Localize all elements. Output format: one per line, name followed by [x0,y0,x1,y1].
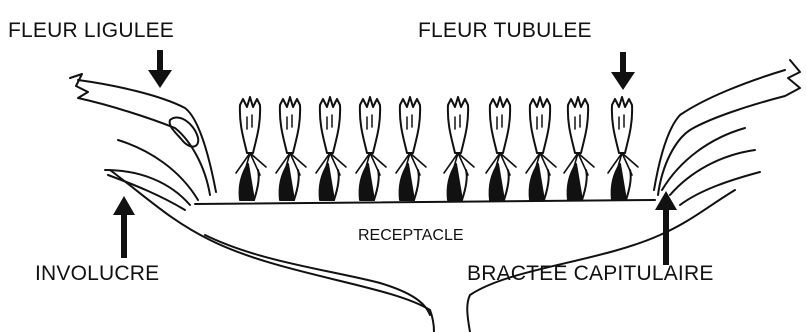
tubular-flower [396,97,426,200]
tubular-flower-stamens [619,115,624,129]
tubular-flower-ovary [462,170,467,200]
arrow-fleur-ligulee [148,50,172,88]
tubular-flower [356,97,386,200]
receptacle-scale [240,164,254,200]
arrow-involucre [113,196,135,258]
tubular-flower-ovary [504,170,509,200]
tubular-flower [236,97,266,200]
tubular-flower-stamens [287,115,292,129]
tubular-flower [526,97,556,200]
tubular-flower-stamens [497,115,502,129]
tubular-flower-stamens [575,115,580,129]
tubular-flower-corolla [490,97,510,153]
tubular-flower-ovary [254,170,259,200]
involucre-bract-left-2 [118,140,198,200]
tubular-flower-stamens [367,115,372,129]
tubular-flower-corolla [400,97,420,153]
tubular-flower-corolla [360,97,380,153]
tubular-flower-ovary [294,170,299,200]
tubular-flower-stamens [247,115,252,129]
receptacle-scale [612,164,626,200]
tubular-flower [486,97,516,200]
label-fleur-tubulee: FLEUR TUBULEE [418,20,592,41]
tubular-flower [444,97,474,200]
tubular-flower-corolla [320,97,340,153]
arrow-fleur-tubulee [611,52,635,90]
tubular-flower-stamens [407,115,412,129]
receptacle-scale [568,164,582,200]
receptacle-top-line [195,200,655,204]
receptacle-scale [320,164,334,200]
tubular-flower-corolla [448,97,468,153]
tubular-flower-stamens [455,115,460,129]
receptacle-scale [280,164,294,200]
receptacle-scale [530,164,544,200]
receptacle-body-outline [110,170,735,332]
label-bractee-capitulaire: BRACTEE CAPITULAIRE [467,263,714,284]
tubular-flower-stamens [327,115,332,129]
tubular-flower [276,97,306,200]
tubular-flowers [236,97,638,200]
tubular-flower-corolla [240,97,260,153]
ligulate-flower-left-tube [170,118,199,147]
tubular-flower [564,97,594,200]
receptacle-scale [490,164,504,200]
tubular-flower-corolla [530,97,550,153]
tubular-flower-stamens [537,115,542,129]
receptacle-scale [360,164,374,200]
tubular-flower-ovary [626,170,631,200]
tubular-flower-corolla [612,97,632,153]
label-receptacle: RECEPTACLE [358,228,464,244]
tubular-flower-ovary [414,170,419,200]
tubular-flower-ovary [544,170,549,200]
tubular-flower [608,97,638,200]
label-involucre: INVOLUCRE [35,263,159,284]
label-fleur-ligulee: FLEUR LIGULEE [8,20,174,41]
tubular-flower-corolla [280,97,300,153]
tubular-flower-ovary [582,170,587,200]
tubular-flower-ovary [374,170,379,200]
ligulate-flower-right [654,60,800,195]
receptacle-scale [448,164,462,200]
tubular-flower-corolla [568,97,588,153]
tubular-flower [316,97,346,200]
tubular-flower-ovary [334,170,339,200]
receptacle-scale [400,164,414,200]
ligulate-flower-left [70,74,216,195]
